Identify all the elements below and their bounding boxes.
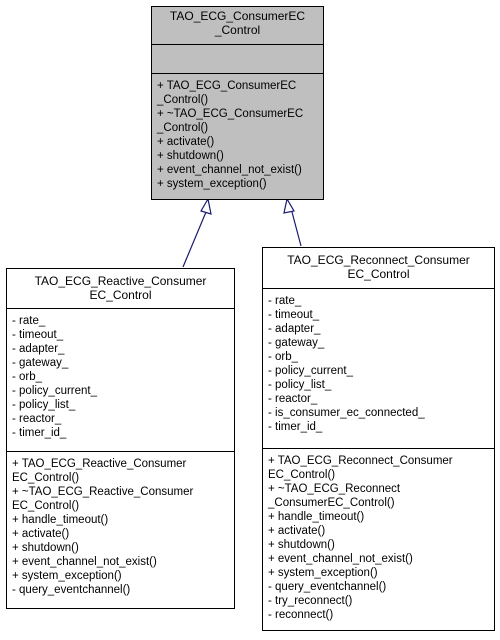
- attributes-section: - rate_ - timeout_ - adapter_ - gateway_…: [7, 308, 234, 451]
- operation-item: + ~TAO_ECG_Reactive_Consumer: [12, 486, 194, 498]
- operation-item: + activate(): [12, 528, 70, 540]
- operation-item: + event_channel_not_exist(): [157, 164, 302, 176]
- operation-item: + system_exception(): [12, 570, 122, 582]
- operation-item: + handle_timeout(): [268, 511, 365, 523]
- operation-item: EC_Control(): [268, 469, 336, 481]
- reconnect-inherits-edge: [283, 197, 302, 247]
- inheritance-arrowhead: [200, 197, 212, 215]
- operation-item: - reconnect(): [268, 609, 334, 621]
- class-title: TAO_ECG_ConsumerEC _Control: [152, 7, 323, 44]
- class-title-line: TAO_ECG_Reactive_Consumer: [34, 274, 207, 288]
- attribute-item: - policy_current_: [268, 365, 354, 377]
- class-title-line: _Control: [214, 23, 261, 37]
- class-title: TAO_ECG_Reactive_Consumer EC_Control: [7, 269, 234, 308]
- operation-item: EC_Control(): [12, 472, 80, 484]
- operation-item: + TAO_ECG_Reactive_Consumer: [12, 458, 187, 470]
- reactive-inherits-edge: [182, 197, 212, 268]
- attribute-item: - policy_list_: [12, 399, 76, 411]
- attribute-item: - reactor_: [12, 413, 62, 425]
- reconnect-class-box: TAO_ECG_Reconnect_Consumer EC_Control - …: [262, 247, 495, 631]
- operation-item: + ~TAO_ECG_ConsumerEC: [157, 108, 304, 120]
- operation-item: - query_eventchannel(): [268, 581, 387, 593]
- attribute-item: - reactor_: [268, 393, 318, 405]
- class-title-line: TAO_ECG_Reconnect_Consumer: [287, 253, 470, 267]
- attribute-item: - rate_: [268, 295, 302, 307]
- attribute-item: - timer_id_: [268, 421, 323, 433]
- operation-item: + system_exception(): [268, 567, 378, 579]
- attribute-item: - gateway_: [268, 337, 325, 349]
- operation-item: + TAO_ECG_Reconnect_Consumer: [268, 455, 453, 467]
- attribute-item: - policy_current_: [12, 385, 98, 397]
- attributes-section: [152, 44, 323, 73]
- attribute-item: - adapter_: [268, 323, 321, 335]
- class-title-line: TAO_ECG_ConsumerEC: [169, 9, 306, 23]
- class-title: TAO_ECG_Reconnect_Consumer EC_Control: [263, 248, 494, 288]
- base-class-box: TAO_ECG_ConsumerEC _Control + TAO_ECG_Co…: [151, 6, 324, 200]
- operation-item: + activate(): [268, 525, 326, 537]
- operation-item: + activate(): [157, 136, 215, 148]
- operation-item: _Control(): [157, 94, 209, 106]
- operation-item: + handle_timeout(): [12, 514, 109, 526]
- operations-section: + TAO_ECG_Reactive_Consumer EC_Control()…: [7, 451, 234, 597]
- operation-item: + event_channel_not_exist(): [268, 553, 413, 565]
- attribute-item: - is_consumer_ec_connected_: [268, 407, 425, 419]
- operation-item: - query_eventchannel(): [12, 584, 131, 596]
- attributes-section: - rate_ - timeout_ - adapter_ - gateway_…: [263, 288, 494, 448]
- operations-section: + TAO_ECG_ConsumerEC _Control() + ~TAO_E…: [152, 73, 323, 191]
- attribute-item: - policy_list_: [268, 379, 332, 391]
- class-title-line: EC_Control: [347, 267, 410, 281]
- attribute-item: - timeout_: [12, 329, 64, 341]
- reactive-class-box: TAO_ECG_Reactive_Consumer EC_Control - r…: [6, 268, 235, 609]
- operation-item: - try_reconnect(): [268, 595, 353, 607]
- attribute-item: - adapter_: [12, 343, 65, 355]
- operations-section: + TAO_ECG_Reconnect_Consumer EC_Control(…: [263, 448, 494, 622]
- inheritance-arrowhead: [283, 197, 295, 214]
- operation-item: + shutdown(): [12, 542, 79, 554]
- attribute-item: - timeout_: [268, 309, 320, 321]
- operation-item: + event_channel_not_exist(): [12, 556, 157, 568]
- operation-item: + shutdown(): [268, 539, 335, 551]
- operation-item: EC_Control(): [12, 500, 80, 512]
- attribute-item: - gateway_: [12, 357, 69, 369]
- attribute-item: - orb_: [12, 371, 43, 383]
- attribute-item: - rate_: [12, 315, 46, 327]
- operation-item: + shutdown(): [157, 150, 224, 162]
- attribute-item: - orb_: [268, 351, 299, 363]
- operation-item: + system_exception(): [157, 178, 267, 190]
- class-title-line: EC_Control: [89, 288, 152, 302]
- operation-item: + TAO_ECG_ConsumerEC: [157, 80, 297, 92]
- attribute-item: - timer_id_: [12, 427, 67, 439]
- operation-item: _ConsumerEC_Control(): [268, 497, 395, 509]
- operation-item: _Control(): [157, 122, 209, 134]
- operation-item: + ~TAO_ECG_Reconnect: [268, 483, 401, 495]
